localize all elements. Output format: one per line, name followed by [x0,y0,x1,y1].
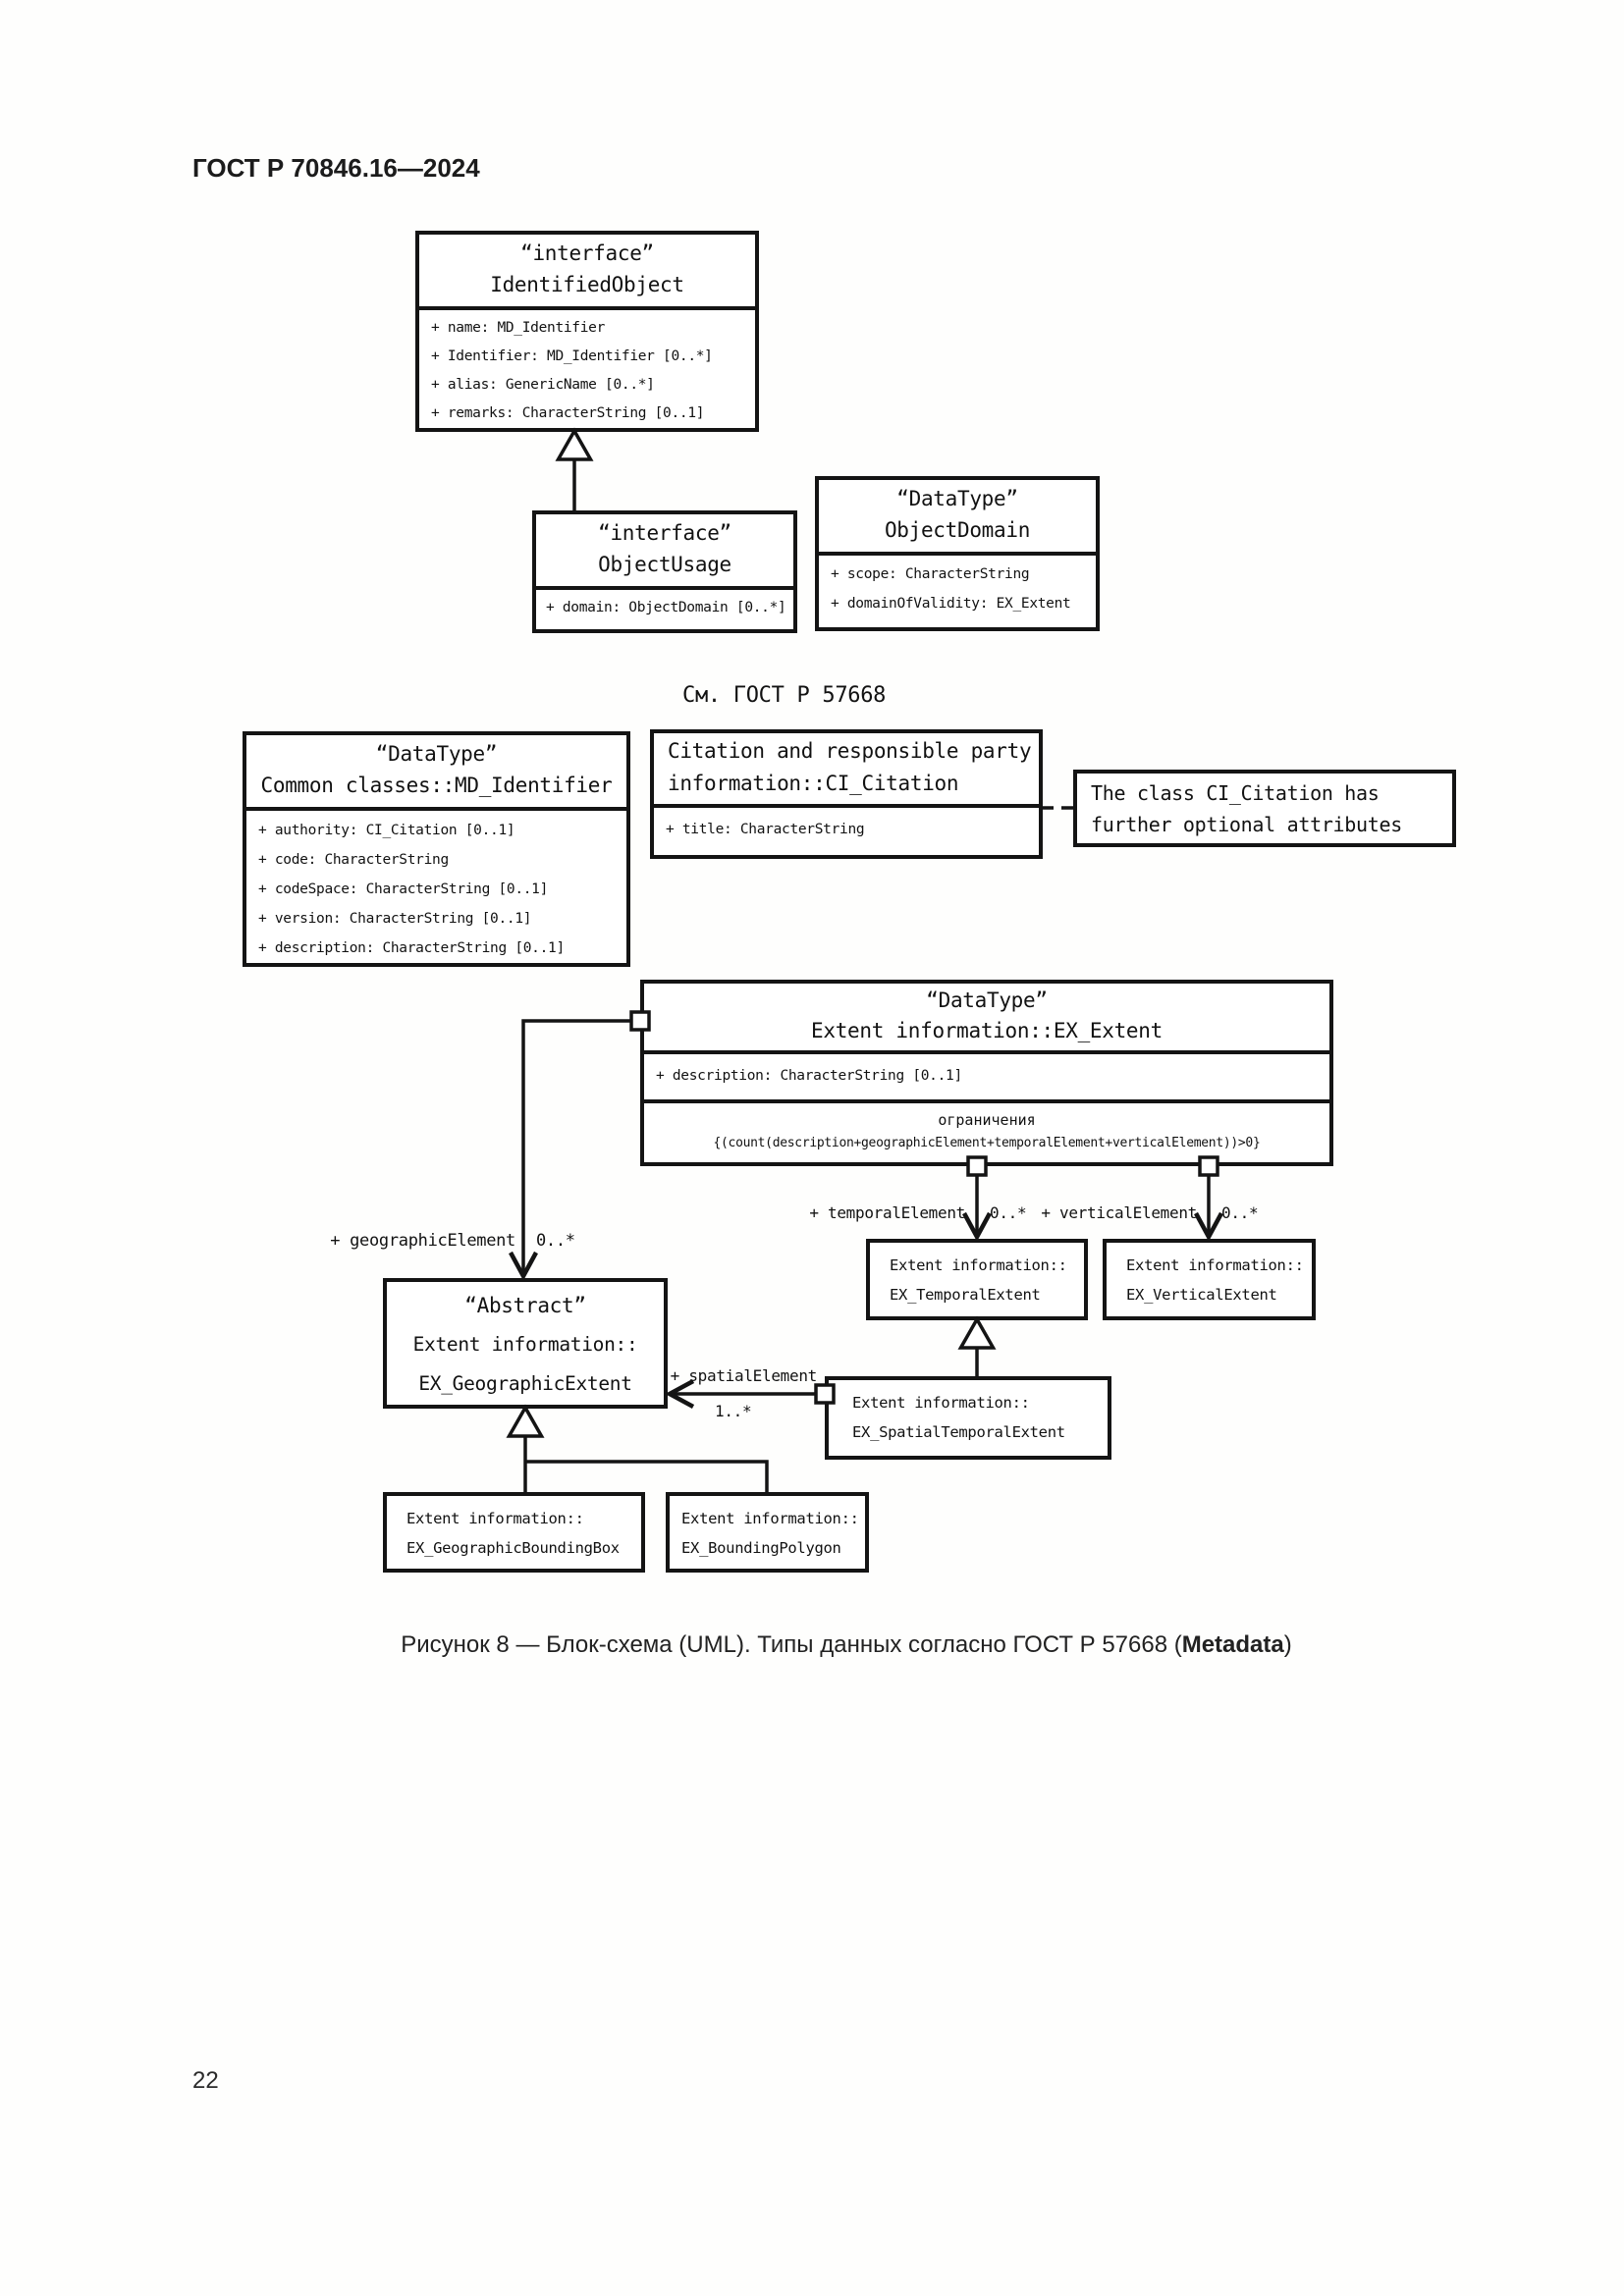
class-object-usage: “interface” ObjectUsage + domain: Object… [532,510,797,633]
caption-prefix: Рисунок 8 — Блок-схема (UML). Типы данны… [401,1631,1182,1658]
constraint-title: ограничения [938,1111,1036,1129]
edge-aggregation-vertical-element [1194,1155,1223,1242]
class-title: “DataType” Extent information::EX_Extent [644,984,1329,1054]
class-name: IdentifiedObject [490,273,684,296]
class-name: Common classes::MD_Identifier [260,774,613,797]
class-title: “DataType” Common classes::MD_Identifier [246,735,626,811]
attribute: + description: CharacterString [0..1] [258,940,565,956]
class-name-line2: EX_GeographicBoundingBox [406,1539,620,1557]
role-label-spatial-element: + spatialElement [670,1366,818,1385]
class-name: ObjectDomain [884,518,1031,542]
stereotype: “interface” [520,241,654,265]
attribute: + scope: CharacterString [831,566,1030,582]
attribute: + description: CharacterString [0..1] [656,1068,962,1084]
attribute-compartment: + scope: CharacterString + domainOfValid… [819,556,1096,618]
constraint-expression: {(count(description+geographicElement+te… [713,1136,1261,1150]
constraint-compartment: ограничения {(count(description+geograph… [644,1103,1329,1154]
class-name-line2: EX_BoundingPolygon [681,1539,841,1557]
attribute: + version: CharacterString [0..1] [258,911,532,927]
class-ex-geographic-bounding-box: Extent information:: EX_GeographicBoundi… [383,1492,645,1573]
page-header: ГОСТ Р 70846.16—2024 [192,153,480,183]
attribute-compartment: + description: CharacterString [0..1] [644,1054,1329,1103]
class-ex-spatial-temporal-extent: Extent information:: EX_SpatialTemporalE… [825,1376,1111,1460]
note-ci-citation: The class CI_Citation has further option… [1073,770,1456,847]
class-ex-extent: “DataType” Extent information::EX_Extent… [640,980,1333,1166]
class-identified-object: “interface” IdentifiedObject + name: MD_… [415,231,759,432]
class-ex-bounding-polygon: Extent information:: EX_BoundingPolygon [666,1492,869,1573]
class-ex-geographic-extent: “Abstract” Extent information:: EX_Geogr… [383,1278,668,1409]
stereotype: “DataType” [896,487,1018,510]
attribute-compartment: + name: MD_Identifier + Identifier: MD_I… [419,310,755,428]
note-line1: The class CI_Citation has [1091,781,1380,805]
note-text: The class CI_Citation has further option… [1077,774,1452,840]
class-name: Extent information:: EX_VerticalExtent [1107,1243,1312,1309]
class-ex-temporal-extent: Extent information:: EX_TemporalExtent [866,1239,1088,1320]
class-name-line1: Citation and responsible party [668,739,1032,763]
edge-generalization-spatialtemporal-temporal [957,1315,997,1377]
caption-suffix: ) [1283,1631,1292,1658]
class-name-line1: Extent information:: [412,1333,638,1356]
attribute: + code: CharacterString [258,852,449,868]
page-number: 22 [192,2067,219,2094]
attribute: + domainOfValidity: EX_Extent [831,596,1071,612]
attribute: + Identifier: MD_Identifier [0..*] [431,348,713,364]
edge-generalization-bounding-children [506,1404,769,1493]
class-name-line2: EX_VerticalExtent [1126,1286,1277,1304]
class-name-line1: Extent information:: [406,1510,584,1527]
role-label-temporal-element: + temporalElement [809,1203,965,1222]
class-title: “interface” ObjectUsage [536,514,793,590]
class-name: Extent information:: EX_TemporalExtent [870,1243,1084,1309]
class-md-identifier: “DataType” Common classes::MD_Identifier… [243,731,630,967]
attribute: + domain: ObjectDomain [0..*] [546,600,786,615]
class-name-line1: Extent information:: [681,1510,859,1527]
attribute: + authority: CI_Citation [0..1] [258,823,515,838]
multiplicity-geographic-element: 0..* [536,1231,575,1251]
role-label-vertical-element: + verticalElement [1041,1203,1197,1222]
class-name: Extent information:: EX_SpatialTemporalE… [829,1380,1108,1447]
see-gost-reference: См. ГОСТ Р 57668 [682,683,887,708]
class-name: ObjectUsage [598,553,731,576]
attribute-compartment: + authority: CI_Citation [0..1] + code: … [246,811,626,963]
attribute-compartment: + title: CharacterString [654,808,1039,844]
attribute: + codeSpace: CharacterString [0..1] [258,881,549,897]
caption-bold-term: Metadata [1181,1631,1284,1658]
class-title: “interface” IdentifiedObject [419,235,755,310]
class-ex-vertical-extent: Extent information:: EX_VerticalExtent [1103,1239,1316,1320]
multiplicity-spatial-element: 1..* [715,1402,752,1420]
class-name: Extent information::EX_Extent [811,1019,1163,1042]
attribute: + remarks: CharacterString [0..1] [431,405,705,421]
figure-caption: Рисунок 8 — Блок-схема (UML). Типы данны… [69,1631,1624,1659]
class-name-line1: Extent information:: [890,1256,1067,1274]
attribute: + alias: GenericName [0..*] [431,377,655,393]
stereotype: “DataType” [375,742,498,766]
class-name-line1: Extent information:: [1126,1256,1304,1274]
multiplicity-temporal-element: 0..* [990,1203,1027,1222]
class-name-line1: Extent information:: [852,1394,1030,1412]
multiplicity-vertical-element: 0..* [1221,1203,1259,1222]
note-line2: further optional attributes [1091,813,1403,836]
class-object-domain: “DataType” ObjectDomain + scope: Charact… [815,476,1100,631]
class-name-line2: EX_SpatialTemporalExtent [852,1423,1065,1441]
class-title: Citation and responsible party informati… [654,733,1039,808]
attribute: + name: MD_Identifier [431,320,606,336]
role-label-geographic-element: + geographicElement [330,1231,515,1251]
stereotype: “interface” [598,521,731,545]
class-name-line2: information::CI_Citation [668,772,959,795]
attribute: + title: CharacterString [666,822,865,837]
class-name: Extent information:: EX_GeographicBoundi… [387,1496,641,1563]
class-ci-citation: Citation and responsible party informati… [650,729,1043,859]
stereotype: “Abstract” [464,1294,586,1317]
stereotype: “DataType” [926,988,1048,1012]
class-name: Extent information:: EX_BoundingPolygon [670,1496,865,1563]
edge-generalization-objectusage-identifiedobject [555,427,594,511]
class-title: “DataType” ObjectDomain [819,480,1096,556]
edge-aggregation-geographic-element [509,1010,651,1281]
class-name-line2: EX_TemporalExtent [890,1286,1041,1304]
edge-aggregation-temporal-element [962,1155,992,1242]
class-name-line2: EX_GeographicExtent [418,1372,632,1395]
attribute-compartment: + domain: ObjectDomain [0..*] [536,590,793,622]
